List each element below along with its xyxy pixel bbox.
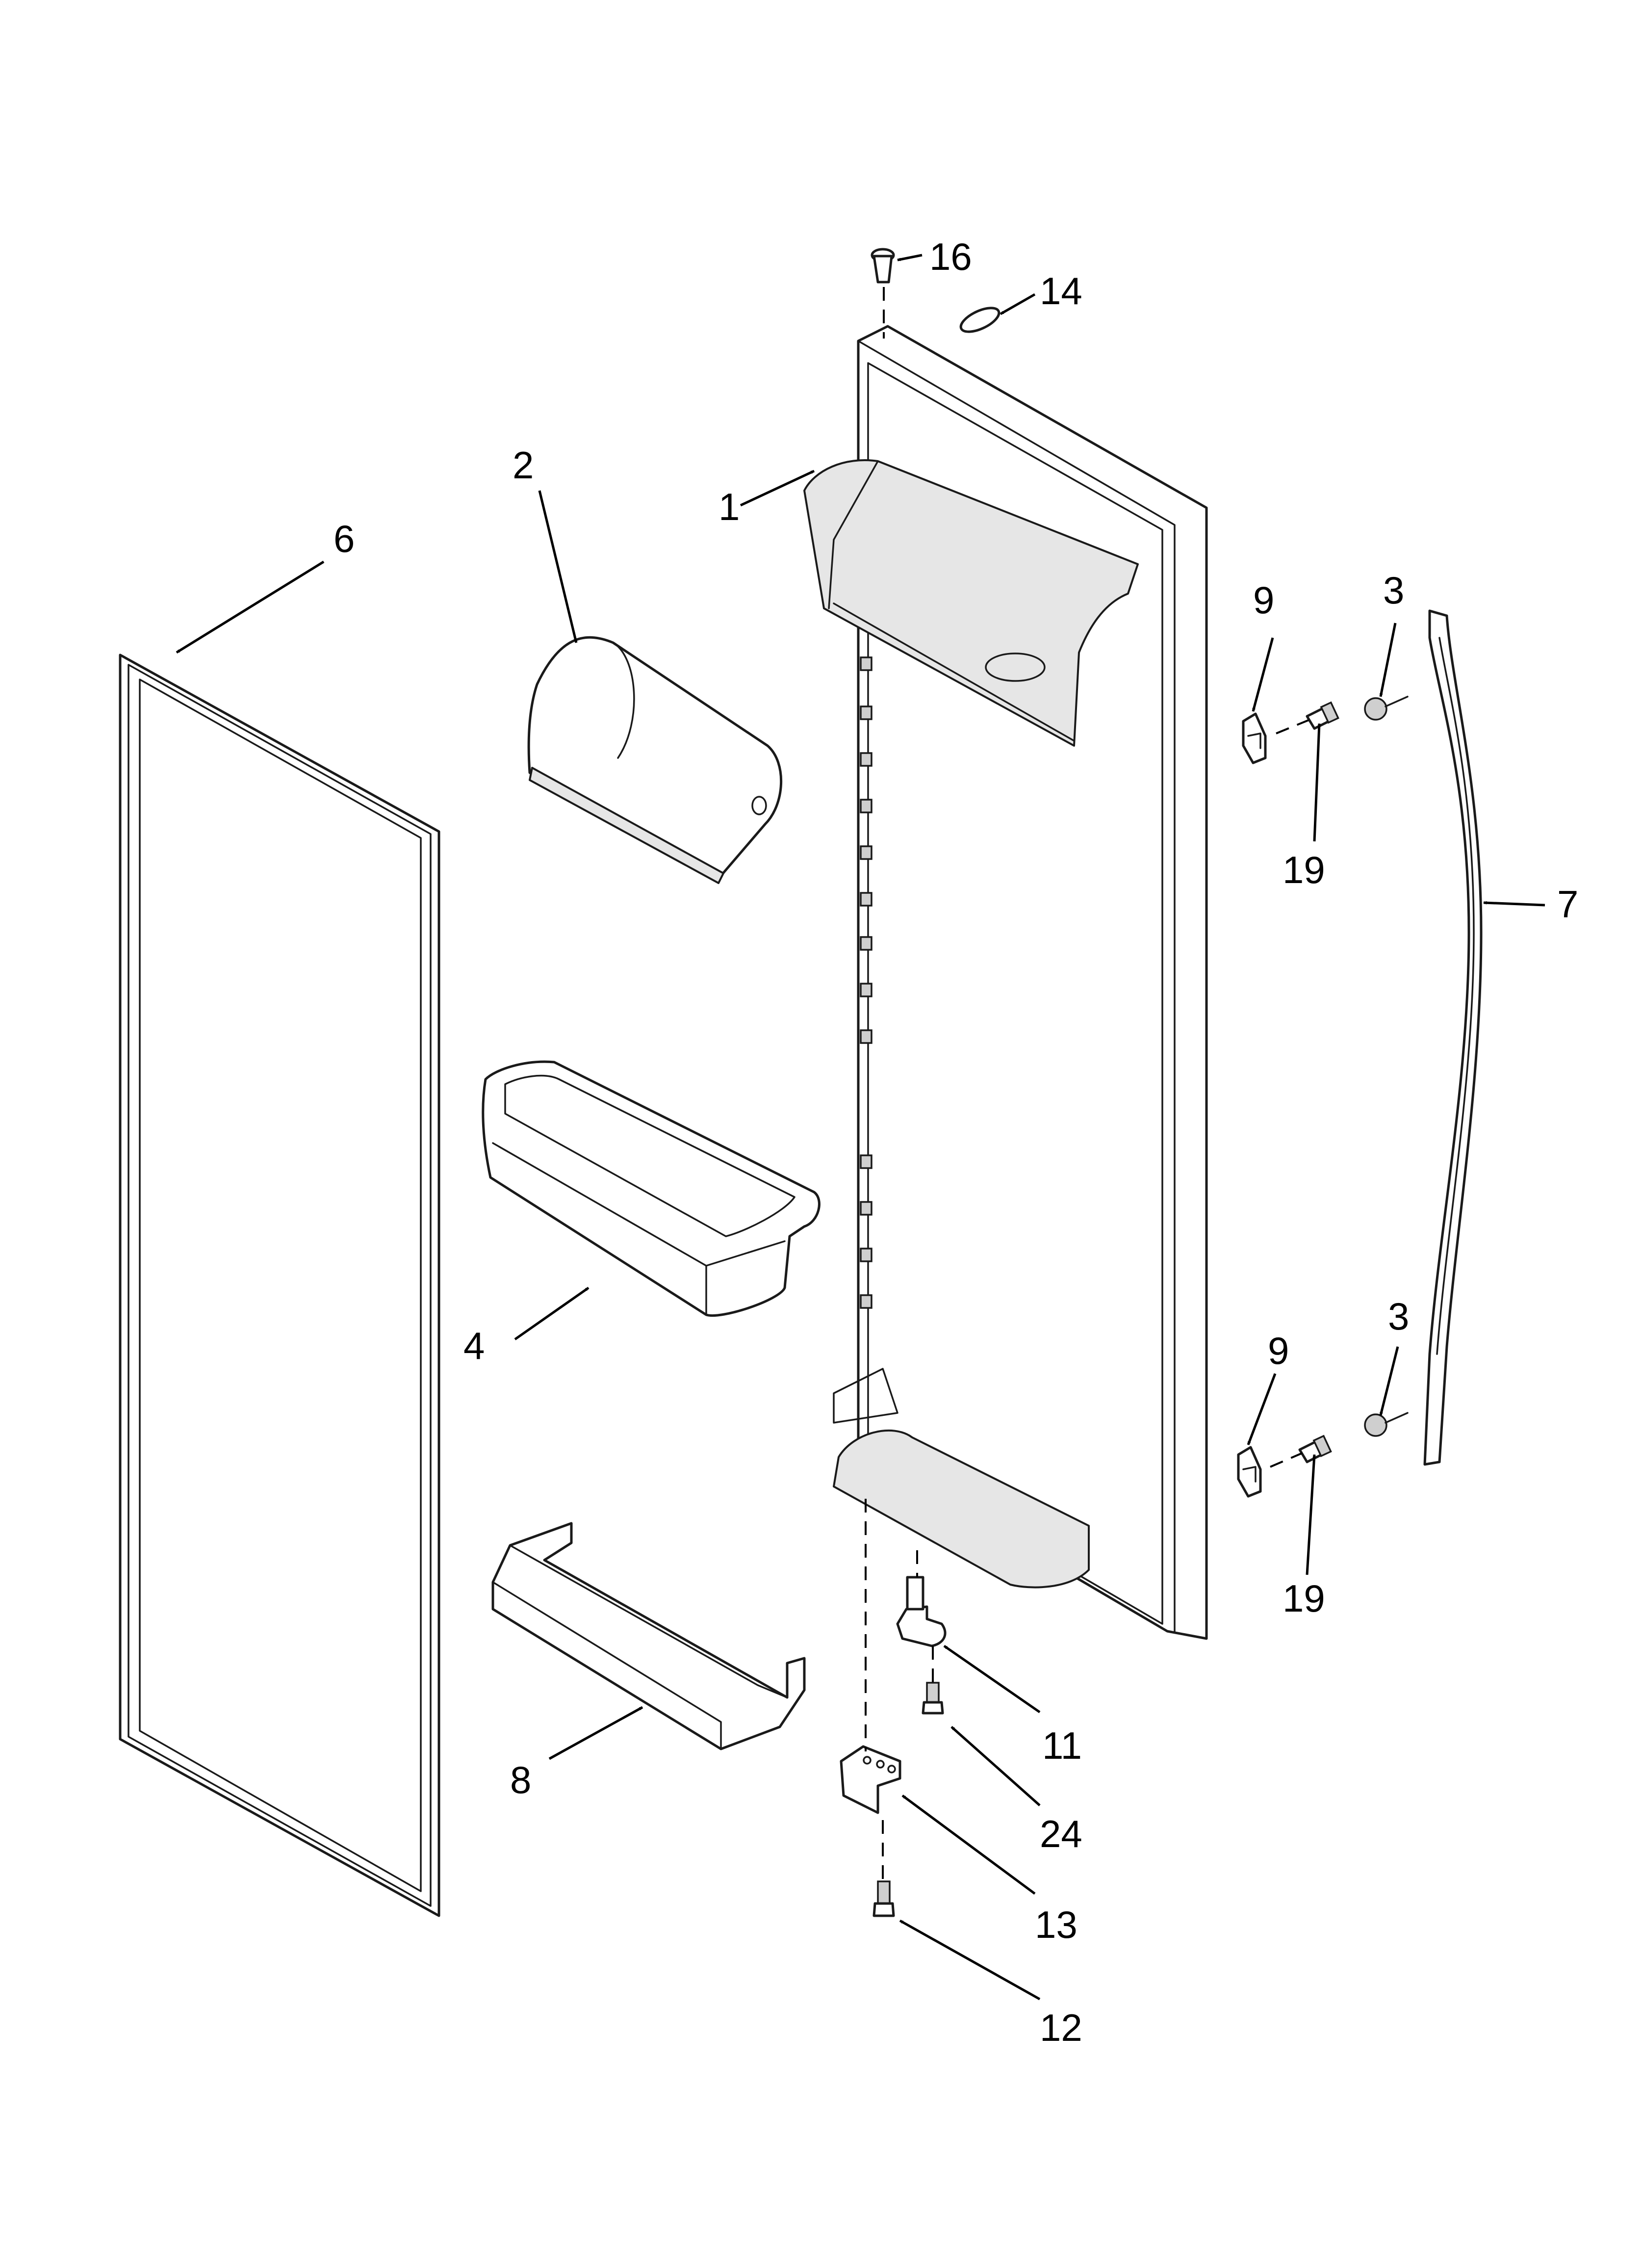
assembly-lines [865, 287, 1309, 1881]
callout-14: 14 [1040, 269, 1082, 313]
handle-screw-lower-part [1364, 1412, 1409, 1437]
hinge-pin-part [896, 1576, 947, 1647]
handle-stud-upper-part [1306, 701, 1339, 730]
lower-hinge-bracket-part [840, 1745, 901, 1814]
callout-6: 6 [334, 517, 355, 560]
callout-12: 12 [1040, 2006, 1082, 2049]
hinge-screw-part [922, 1682, 944, 1715]
callout-19-lower: 19 [1283, 1577, 1325, 1620]
door-gasket-part [119, 653, 440, 1917]
callout-1: 1 [718, 485, 740, 528]
handle-clip-lower-part [1237, 1446, 1262, 1498]
callout-3-lower: 3 [1388, 1295, 1409, 1338]
shelf-support-nubs [860, 656, 872, 1309]
handle-screw-upper-part [1364, 696, 1409, 721]
door-shelf-bar-part [491, 1522, 806, 1750]
door-stop-pin-part [871, 248, 895, 284]
callout-labels: 1 2 6 16 14 9 3 19 7 4 3 9 19 11 8 24 13… [334, 235, 1578, 2049]
refrigerator-door-assembly-part [803, 325, 1208, 1640]
callout-9-lower: 9 [1268, 1329, 1289, 1372]
callout-3-upper: 3 [1383, 569, 1404, 612]
callout-13: 13 [1035, 1903, 1078, 1946]
hinge-bracket-screw-part [872, 1880, 895, 1917]
callout-4: 4 [463, 1324, 485, 1367]
door-bin-part [482, 1060, 821, 1317]
callout-16: 16 [929, 235, 972, 278]
callout-19-upper: 19 [1283, 848, 1325, 891]
handle-clip-upper-part [1242, 712, 1267, 764]
callout-2: 2 [513, 443, 534, 487]
callout-24: 24 [1040, 1812, 1082, 1855]
washer-part [959, 307, 1001, 333]
callout-9-upper: 9 [1253, 578, 1274, 622]
dairy-door-part [527, 636, 782, 884]
handle-stud-lower-part [1298, 1434, 1332, 1463]
callout-7: 7 [1557, 883, 1578, 926]
leader-lines [176, 254, 1545, 2001]
callout-11: 11 [1042, 1724, 1082, 1767]
door-handle-part [1423, 609, 1483, 1466]
callout-8: 8 [510, 1758, 531, 1801]
